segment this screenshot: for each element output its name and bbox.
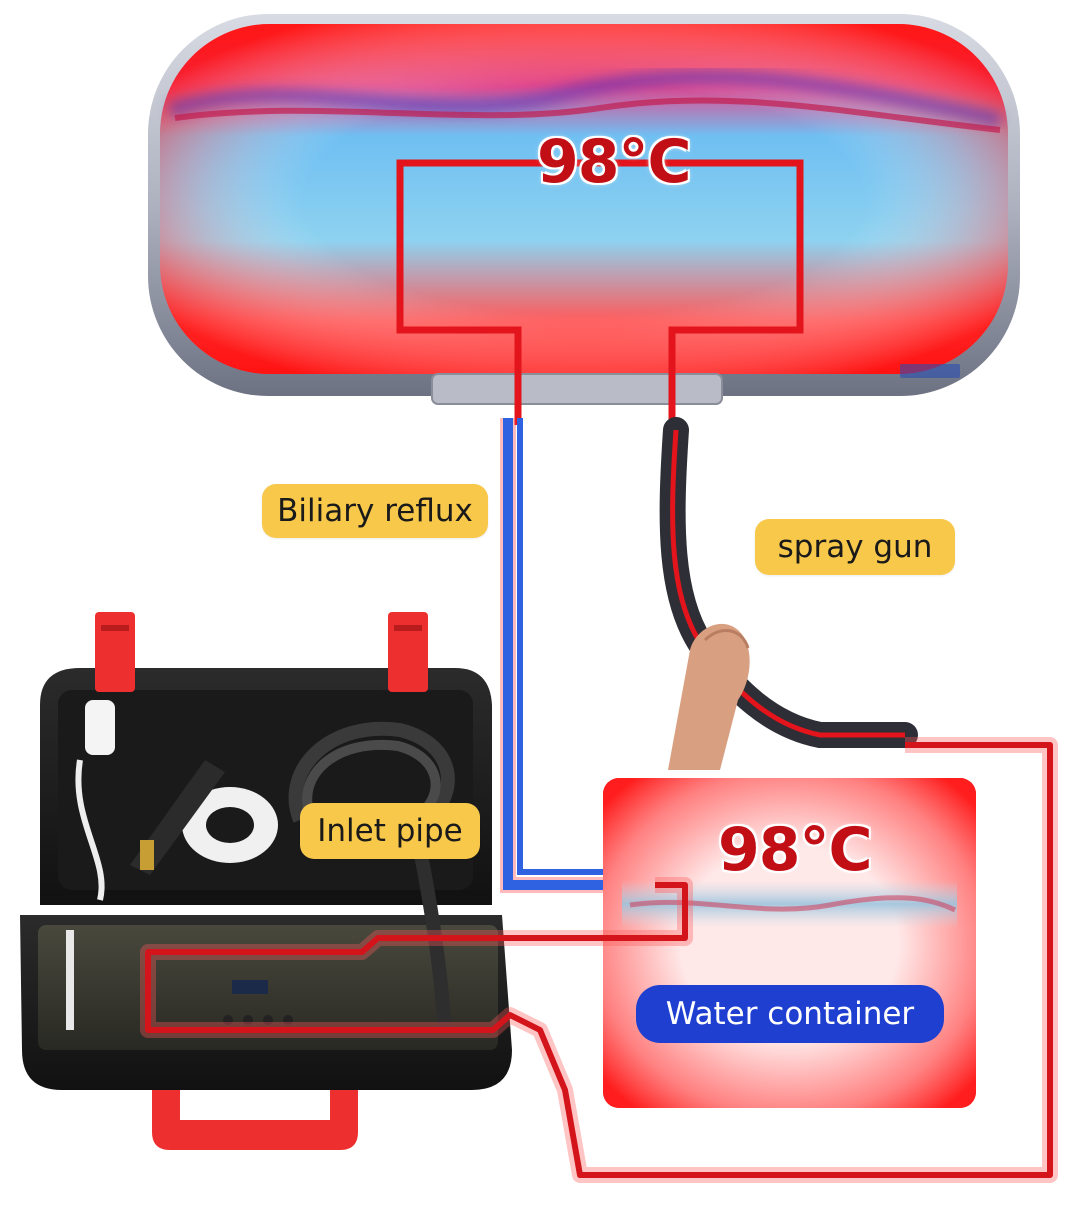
steam-cleaner-case [20, 612, 512, 1150]
water-container-label: Water container [636, 985, 944, 1043]
heater-temperature-label: 98°C [537, 127, 692, 197]
spray-gun-hose [659, 417, 918, 770]
spray-gun-label: spray gun [755, 519, 955, 575]
biliary-reflux-label: Biliary reflux [262, 484, 488, 538]
water-heater-tank [148, 14, 1020, 405]
tank-heat-loop [396, 159, 804, 425]
container-temperature-label: 98°C [718, 815, 873, 885]
inlet-pipe-label: Inlet pipe [300, 803, 480, 859]
hot-flow-loop-line [145, 742, 1053, 1178]
